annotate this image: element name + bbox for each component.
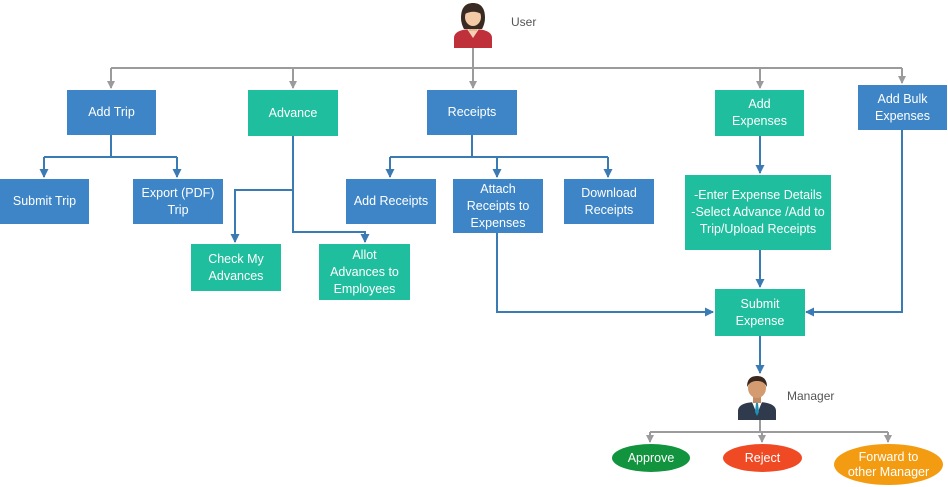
- user-label: User: [511, 15, 537, 29]
- export-pdf-trip-node[interactable]: Export (PDF)Trip: [133, 179, 223, 224]
- user-avatar-icon: [454, 3, 492, 48]
- user-connectors: [107, 48, 906, 89]
- manager-label: Manager: [787, 389, 835, 403]
- manager-connectors: [646, 420, 892, 443]
- approve-button[interactable]: Approve: [612, 444, 690, 472]
- manager-avatar-icon: [738, 376, 776, 420]
- advance-node[interactable]: Advance: [248, 90, 338, 136]
- flow-connectors: [39, 130, 903, 374]
- reject-button[interactable]: Reject: [723, 444, 802, 472]
- expense-details-node[interactable]: -Enter Expense Details-Select Advance /A…: [685, 175, 831, 250]
- add-trip-node[interactable]: Add Trip: [67, 90, 156, 135]
- receipts-node[interactable]: Receipts: [427, 90, 517, 135]
- add-receipts-node[interactable]: Add Receipts: [346, 179, 436, 224]
- submit-trip-node[interactable]: Submit Trip: [0, 179, 89, 224]
